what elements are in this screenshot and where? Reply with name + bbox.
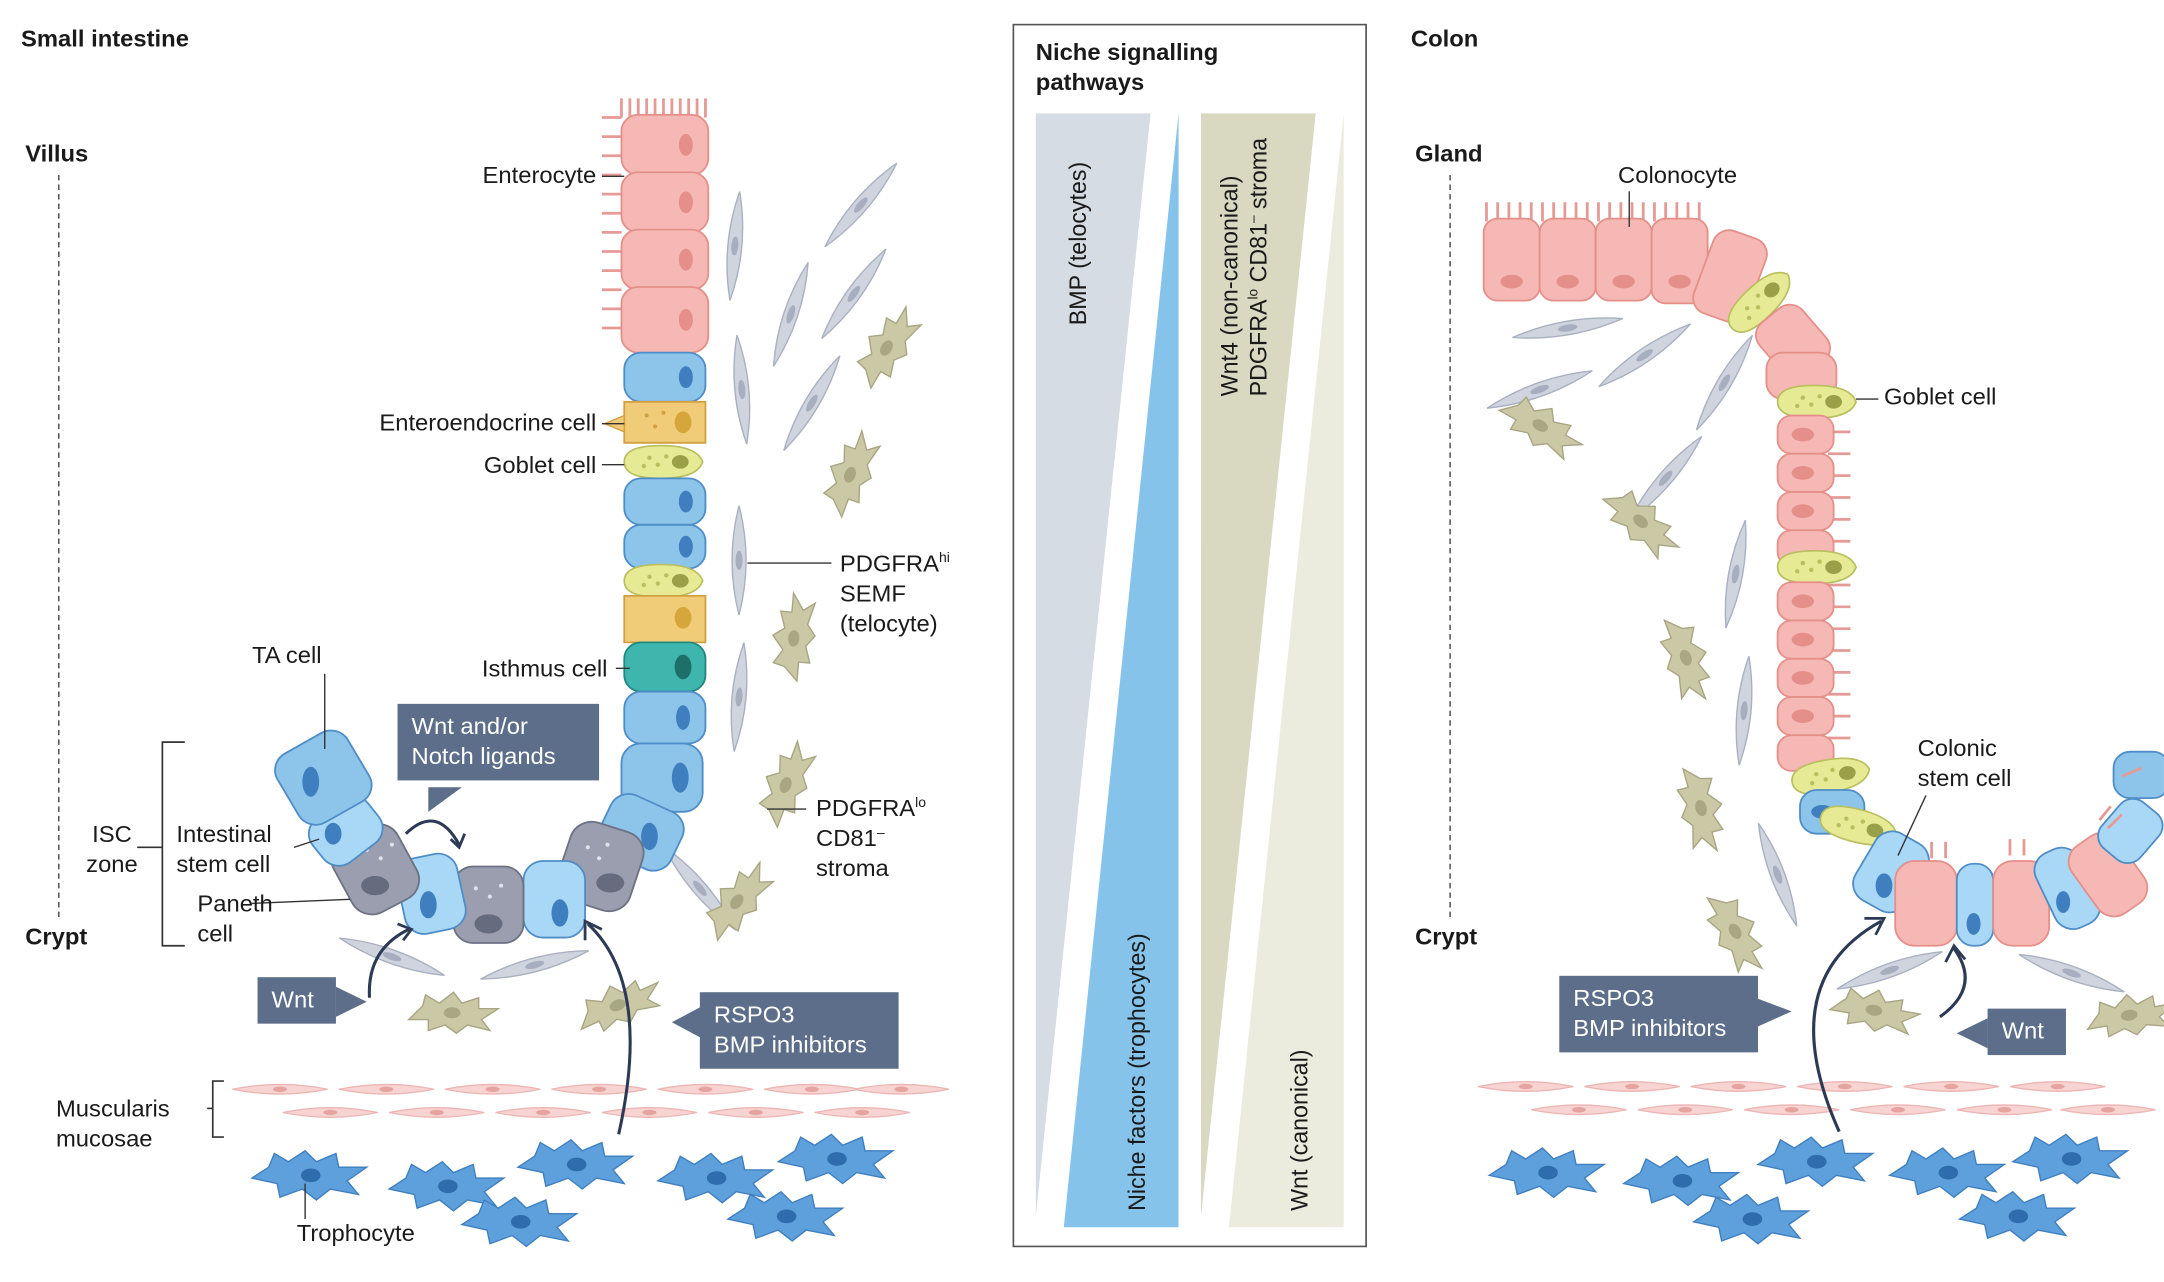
wnt4-gradient [1200, 113, 1316, 1217]
si-rspo3-arrow [586, 922, 632, 1135]
wnt4-label: Wnt4 (non-canonical) PDGFRAlo CD81– stro… [1216, 137, 1273, 397]
paneth-label: Paneth cell [197, 891, 273, 948]
wnt-canonical-label: Wnt (canonical) [1286, 1049, 1313, 1211]
trophocyte-label: Trophocyte [296, 1220, 415, 1247]
colon-title: Colon [1410, 25, 1479, 52]
pdgfra-hi-label: PDGFRAhi SEMF (telocyte) [839, 550, 950, 637]
isc-label: Intestinal stem cell [176, 821, 272, 878]
isc-zone-label: ISC zone [86, 821, 138, 878]
si-goblet-label: Goblet cell [483, 452, 597, 479]
niche-factors-label: Niche factors (trophocytes) [1123, 933, 1151, 1211]
colon-wnt-arrow [1939, 947, 1967, 1019]
niche-factors-gradient [1063, 113, 1179, 1228]
si-crypt-label: Crypt [25, 923, 88, 950]
si-title: Small intestine [20, 25, 189, 52]
colon-trophocytes [1488, 1133, 2129, 1245]
colon-goblet-label: Goblet cell [1883, 384, 1997, 411]
wnt-canonical-gradient [1228, 113, 1344, 1228]
isthmus-label: Isthmus cell [481, 656, 608, 682]
colon-crypt-label: Crypt [1415, 923, 1478, 950]
isc-zone-bracket [161, 741, 185, 947]
colon-wnt-callout: Wnt [1987, 1008, 2066, 1056]
colon-muscularis-layer [1477, 1081, 2157, 1116]
ta-cell-label: TA cell [251, 642, 322, 669]
enteroendocrine-label: Enteroendocrine cell [379, 410, 597, 436]
colonic-stem-label: Colonic stem cell [1917, 735, 2012, 792]
wnt-notch-arrow [404, 819, 461, 846]
si-villus-label: Villus [25, 140, 89, 167]
wnt-notch-callout: Wnt and/or Notch ligands [397, 703, 600, 781]
muscularis-label: Muscularis mucosae [55, 1096, 170, 1153]
muscularis-bracket [211, 1080, 224, 1138]
bmp-telocytes-label: BMP (telocytes) [1065, 161, 1092, 326]
si-wnt-arrow [367, 928, 410, 998]
si-wnt-callout: Wnt [257, 977, 336, 1024]
enterocyte-label: Enterocyte [482, 162, 597, 189]
si-rspo3-callout: RSPO3 BMP inhibitors [699, 992, 899, 1069]
colonocyte-label: Colonocyte [1618, 162, 1738, 189]
colon-gland-label: Gland [1415, 140, 1483, 167]
si-crypt-epithelium [274, 98, 710, 944]
colon-rspo3-callout: RSPO3 BMP inhibitors [1559, 975, 1759, 1053]
niche-panel-title: Niche signalling pathways [1035, 39, 1219, 96]
colon-gland-epithelium [1482, 202, 2164, 947]
si-muscularis-layer [231, 1083, 950, 1118]
colon-rspo3-arrow [1812, 919, 1882, 1133]
pdgfra-lo-label: PDGFRAlo CD81– stroma [816, 795, 927, 882]
